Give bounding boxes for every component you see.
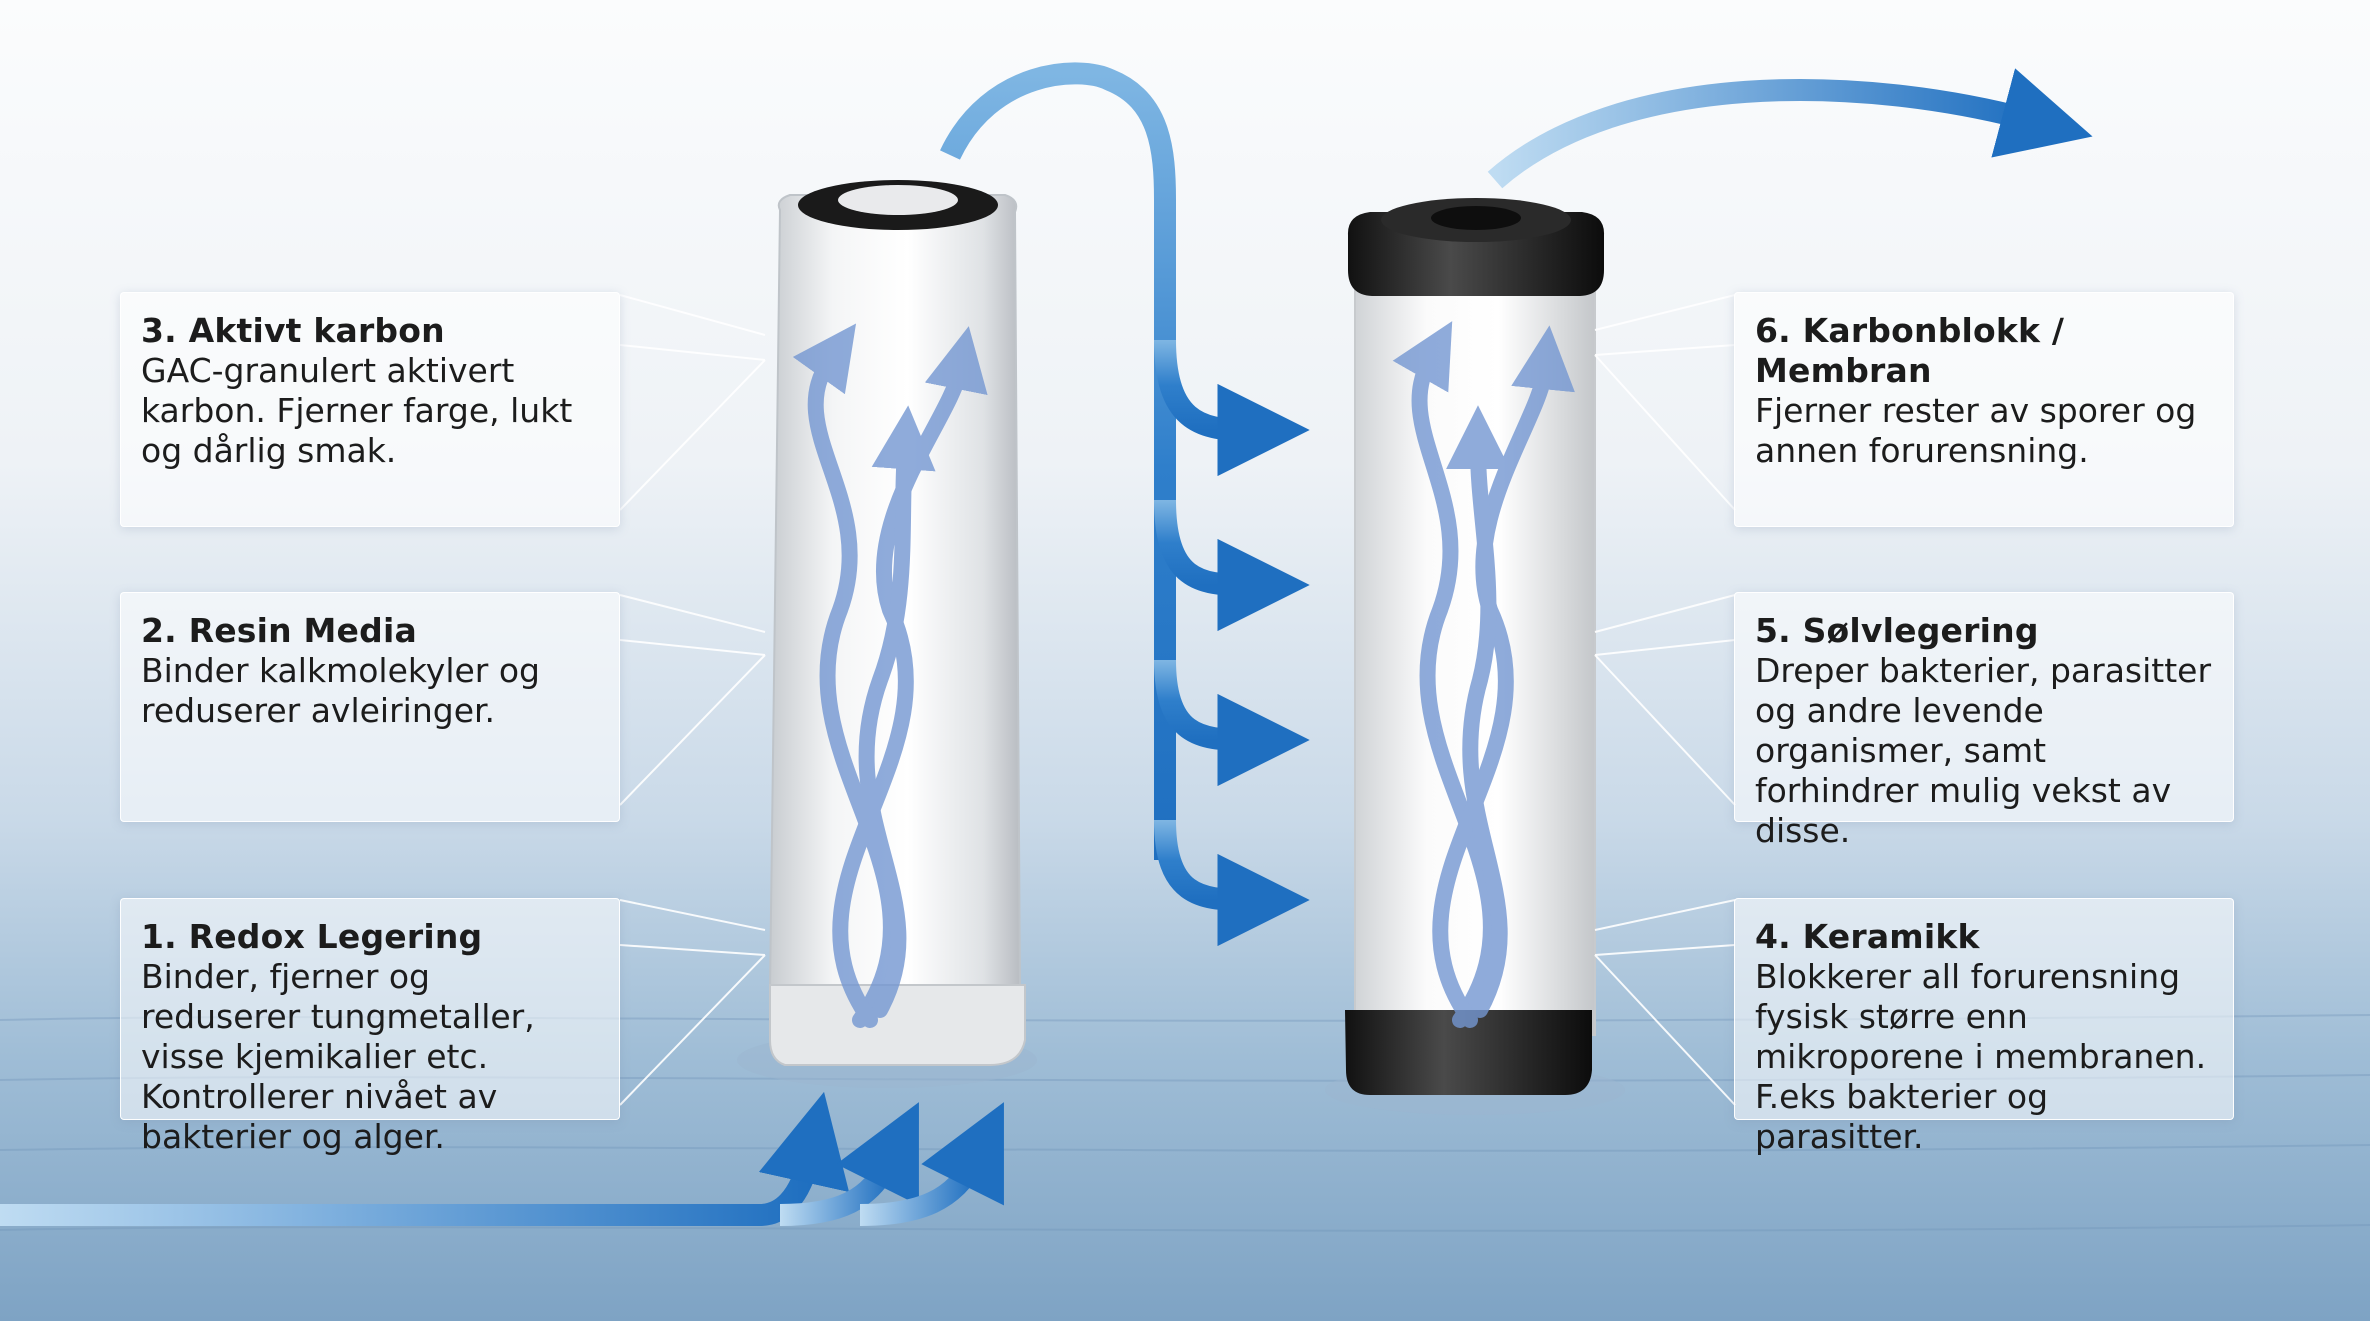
flow-arrow-transfer: [940, 62, 1310, 947]
card-title: 6. Karbonblokk / Membran: [1755, 311, 2065, 390]
card-text: GAC-granulert aktivert karbon. Fjerner f…: [141, 351, 573, 470]
flow-arrow-inlet: [0, 1091, 1004, 1226]
card-title: 3. Aktivt karbon: [141, 311, 445, 350]
card-title: 5. Sølvlegering: [1755, 611, 2039, 650]
filter-cartridge-right: [1325, 198, 1625, 1115]
water-swirl-left: [792, 323, 988, 1028]
card-text: Blokkerer all forurensning fysisk større…: [1755, 957, 2207, 1156]
card-text: Fjerner rester av sporer og annen forure…: [1755, 391, 2197, 470]
card-redox-legering: 1. Redox Legering Binder, fjerner og red…: [120, 898, 620, 1156]
card-keramikk: 4. Keramikk Blokkerer all forurensning f…: [1734, 898, 2234, 1156]
card-text: Binder, fjerner og reduserer tungmetalle…: [141, 957, 535, 1156]
card-title: 1. Redox Legering: [141, 917, 483, 956]
card-title: 4. Keramikk: [1755, 917, 1980, 956]
card-text: Binder kalkmolekyler og reduserer avleir…: [141, 651, 540, 730]
card-solvlegering: 5. Sølvlegering Dreper bakterier, parasi…: [1734, 592, 2234, 850]
connector-lines: [619, 294, 1736, 1106]
card-resin-media: 2. Resin Media Binder kalkmolekyler og r…: [120, 592, 620, 822]
card-text: Dreper bakterier, parasitter og andre le…: [1755, 651, 2212, 850]
card-karbonblokk-membran: 6. Karbonblokk / Membran Fjerner rester …: [1734, 292, 2234, 527]
card-title: 2. Resin Media: [141, 611, 417, 650]
flow-arrow-outlet: [1487, 68, 2093, 189]
card-aktivt-karbon: 3. Aktivt karbon GAC-granulert aktivert …: [120, 292, 620, 527]
water-swirl-right: [1392, 321, 1575, 1028]
